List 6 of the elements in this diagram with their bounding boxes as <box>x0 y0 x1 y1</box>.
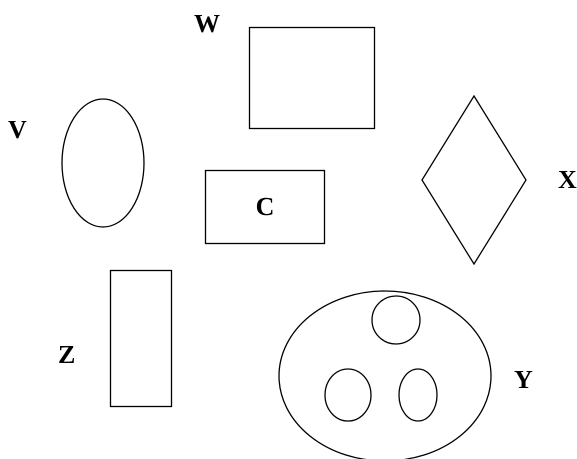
shape-label: Z <box>58 341 76 369</box>
shape-label: Y <box>514 366 533 394</box>
shape-label: W <box>194 10 220 38</box>
shape-label: X <box>558 166 577 194</box>
shape-label: V <box>8 116 27 144</box>
shape-label: C <box>256 193 274 221</box>
